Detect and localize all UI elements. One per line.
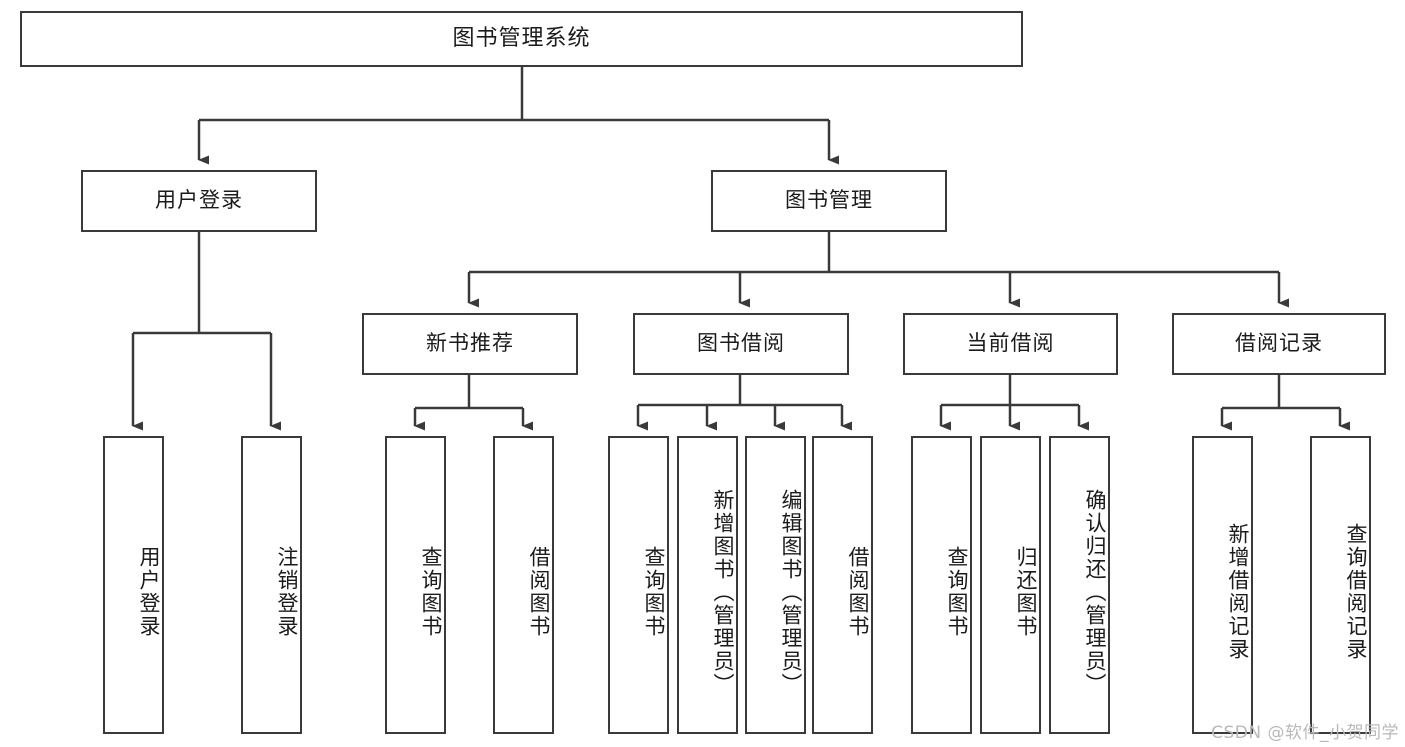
node-root-system[interactable]: 图书管理系统 bbox=[20, 11, 1023, 67]
node-label: 图书管理 bbox=[785, 188, 873, 213]
leaf-borrow-borrow-book[interactable]: 借阅图书 bbox=[812, 436, 873, 734]
leaf-record-query-record[interactable]: 查询借阅记录 bbox=[1310, 436, 1371, 734]
node-label: 当前借阅 bbox=[966, 331, 1055, 356]
node-label: 新书推荐 bbox=[426, 331, 514, 356]
leaf-user-logout[interactable]: 注销登录 bbox=[241, 436, 302, 734]
node-label: 借阅记录 bbox=[1235, 331, 1323, 356]
node-new-book-recommend[interactable]: 新书推荐 bbox=[362, 313, 578, 375]
leaf-newbook-query-book[interactable]: 查询图书 bbox=[385, 436, 446, 734]
leaf-current-query-book[interactable]: 查询图书 bbox=[911, 436, 972, 734]
node-label: 查询图书 bbox=[419, 546, 443, 638]
leaf-current-confirm-return-admin[interactable]: 确认归还（管理员） bbox=[1049, 436, 1110, 734]
node-label: 新增借阅记录 bbox=[1226, 523, 1250, 661]
leaf-newbook-borrow-book[interactable]: 借阅图书 bbox=[493, 436, 554, 734]
node-label: 查询借阅记录 bbox=[1344, 523, 1368, 661]
leaf-borrow-add-book-admin[interactable]: 新增图书（管理员） bbox=[677, 436, 738, 734]
node-label: 新增图书（管理员） bbox=[711, 488, 735, 696]
node-label: 编辑图书（管理员） bbox=[779, 488, 803, 696]
node-user-login[interactable]: 用户登录 bbox=[81, 170, 317, 232]
node-label: 借阅图书 bbox=[846, 546, 870, 638]
leaf-borrow-query-book[interactable]: 查询图书 bbox=[608, 436, 669, 734]
node-label: 查询图书 bbox=[642, 546, 666, 638]
node-book-management[interactable]: 图书管理 bbox=[711, 170, 947, 232]
leaf-record-add-record[interactable]: 新增借阅记录 bbox=[1192, 436, 1253, 734]
node-label: 借阅图书 bbox=[527, 546, 551, 638]
node-label: 图书借阅 bbox=[697, 331, 785, 356]
node-label: 查询图书 bbox=[945, 546, 969, 638]
node-label: 用户登录 bbox=[137, 546, 161, 638]
node-label: 用户登录 bbox=[155, 188, 243, 213]
node-label: 归还图书 bbox=[1014, 546, 1038, 638]
node-borrow-record[interactable]: 借阅记录 bbox=[1172, 313, 1386, 375]
node-label: 注销登录 bbox=[275, 546, 299, 638]
node-book-borrow[interactable]: 图书借阅 bbox=[633, 313, 849, 375]
node-current-borrow[interactable]: 当前借阅 bbox=[903, 313, 1118, 375]
leaf-current-return-book[interactable]: 归还图书 bbox=[980, 436, 1041, 734]
leaf-borrow-edit-book-admin[interactable]: 编辑图书（管理员） bbox=[745, 436, 806, 734]
watermark: CSDN @软件_小贺同学 bbox=[1211, 723, 1399, 743]
leaf-user-login[interactable]: 用户登录 bbox=[103, 436, 164, 734]
node-label: 确认归还（管理员） bbox=[1083, 488, 1107, 696]
node-label: 图书管理系统 bbox=[452, 25, 591, 51]
